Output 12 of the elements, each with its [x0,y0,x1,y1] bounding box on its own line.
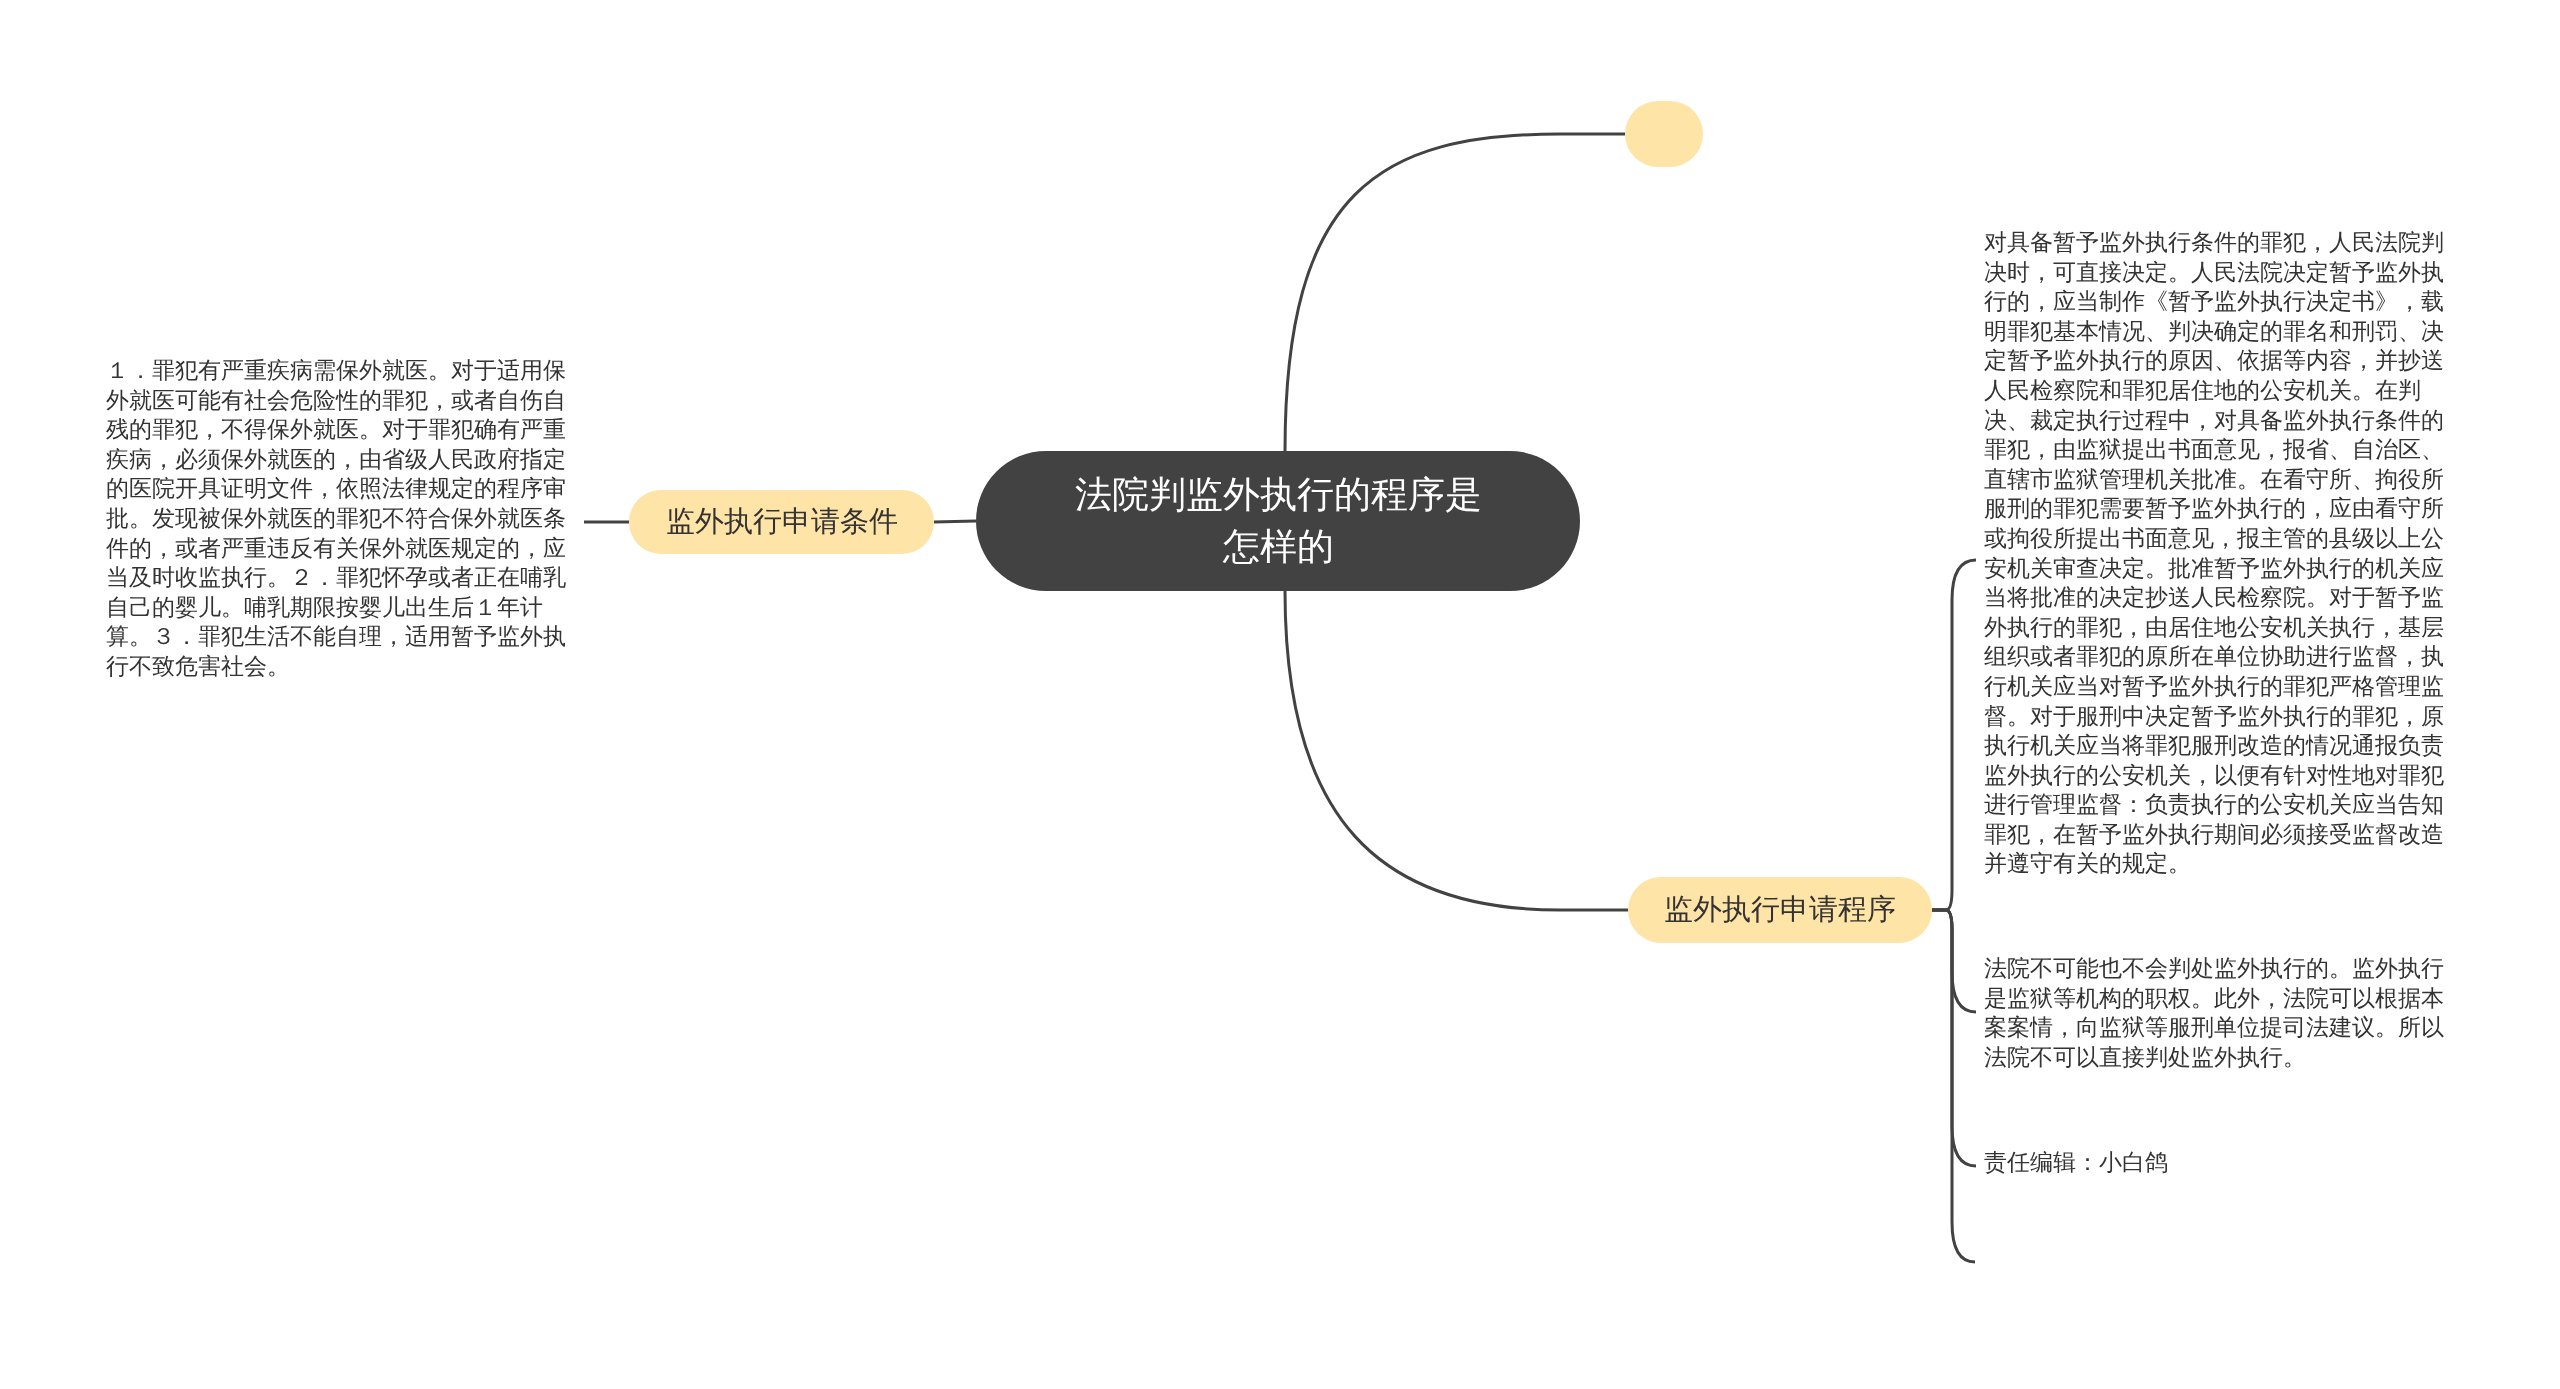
topic-box: 监外执行申请条件 [629,490,934,554]
connector-line [933,519,977,524]
connector-line [584,520,629,524]
connector-line [1283,132,1625,452]
note-text: 法院不可能也不会判处监外执行的。监外执行是监狱等机构的职权。此外，法院可以根据本案案情，向监狱等服刑单位提司法建议。所以法院不可以直接判处监外执行。 [1984,954,2460,1073]
topic-box: 监外执行申请程序 [1628,877,1932,943]
connector-line [1932,908,1976,1264]
note-text: 责任编辑：小白鸽 [1984,1148,2284,1178]
note-text: 对具备暂予监外执行条件的罪犯，人民法院判决时，可直接决定。人民法院决定暂予监外执行的，应当制作《暂予监外执行决定书》，载明罪犯基本情况、判决确定的罪名和刑罚、决定暂予监外执行的原因、依据等内容，并抄送人民检察院和罪犯居住地的公安机关。在判决、裁定执行过程中，对具备监外执行条件的罪犯，由监狱提出书面意见，报省、自治区、直辖市监狱管理机关批准。在看守所、拘役所服刑的罪犯需要暂予监外执行的，应由看守所或拘役所提出书面意见，报主管的县级以上公安机关审查决定。批准暂予监外执行的机关应当将批准的决定抄送人民检察院。对于暂予监外执行的罪犯，由居住地公安机关执行，基层组织或者罪犯的原所在单位协助进行监督，执行机关应当对暂予监外执行的罪犯严格管理监督。对于服刑中决定暂予监外执行的罪犯，原执行机关应当将罪犯服刑改造的情况通报负责监外执行的公安机关，以便有针对性地对罪犯进行管理监督：负责执行的公安机关应当告知罪犯，在暂予监外执行期间必须接受监督改造并遵守有关的规定。 [1984,228,2460,880]
note-text: １．罪犯有严重疾病需保外就医。对于适用保外就医可能有社会危险性的罪犯，或者自伤自残的罪犯，不得保外就医。对于罪犯确有严重疾病，必须保外就医的，由省级人民政府指定的医院开具证明文件，依照法律规定的程序审批。发现被保外就医的罪犯不符合保外就医条件的，或者严重违反有关保外就医规定的，应当及时收监执行。２．罪犯怀孕或者正在哺乳自己的婴儿。哺乳期限按婴儿出生后１年计算。３．罪犯生活不能自理，适用暂予监外执行不致危害社会。 [106,356,582,682]
central-topic: 法院判监外执行的程序是怎样的 [976,451,1580,591]
connector-line [1283,590,1628,912]
